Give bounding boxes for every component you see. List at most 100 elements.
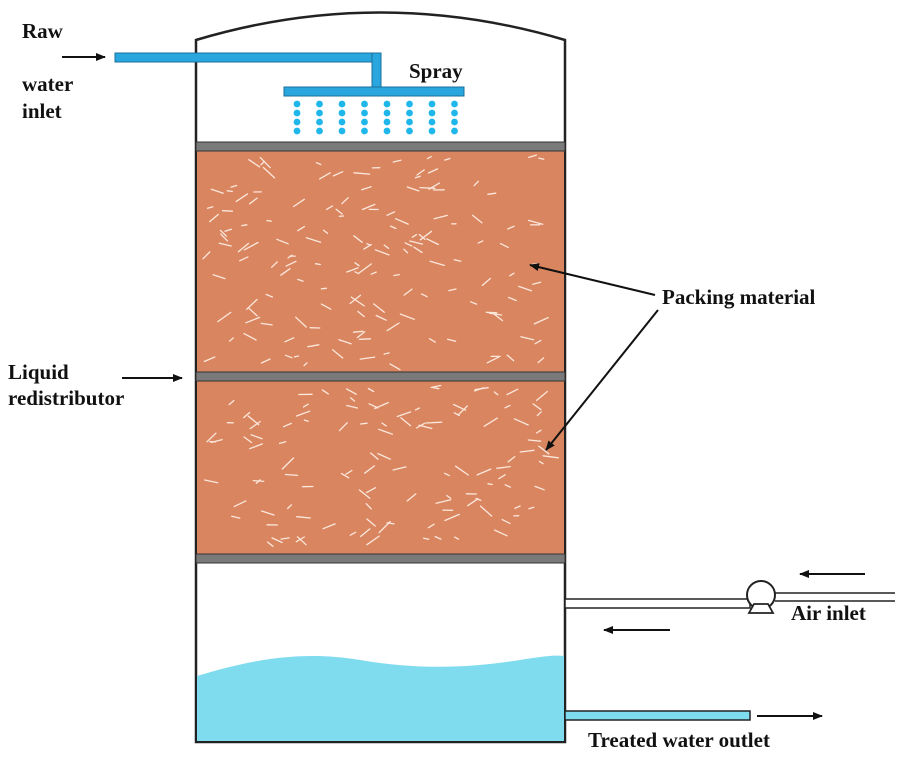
packing-speck xyxy=(359,356,376,360)
spray-droplet xyxy=(338,109,346,117)
packing-speck xyxy=(255,479,261,484)
packing-speck xyxy=(360,528,371,538)
liquid-redistributor-label-line2: redistributor xyxy=(8,386,124,410)
packing-speck xyxy=(248,307,258,317)
packing-speck xyxy=(418,233,426,241)
packing-speck xyxy=(494,529,508,537)
packing-speck xyxy=(507,225,515,230)
packing-speck xyxy=(518,285,533,292)
packing-speck xyxy=(228,399,235,406)
packing-speck xyxy=(499,242,509,249)
packing-speck xyxy=(504,484,512,488)
packing-speck xyxy=(349,397,356,402)
packing-speck xyxy=(427,523,435,529)
packing-speck xyxy=(501,518,511,525)
bottom-support-plate xyxy=(195,553,566,564)
packing-speck xyxy=(528,154,537,159)
packing-speck xyxy=(453,259,462,262)
packing-speck xyxy=(322,523,336,530)
spray-droplet xyxy=(361,100,368,108)
packing-speck xyxy=(423,537,430,540)
packing-speck xyxy=(331,349,344,359)
packing-speck xyxy=(307,344,320,348)
packing-speck xyxy=(527,219,544,225)
packing-speck xyxy=(287,504,293,510)
raw-water-label-line1: Raw xyxy=(22,19,64,43)
packing-pointer-upper xyxy=(529,263,656,296)
packing-speck xyxy=(519,449,535,453)
packing-speck xyxy=(403,288,413,296)
packing-speck xyxy=(226,190,233,193)
packing-speck xyxy=(230,184,238,188)
packing-speck xyxy=(514,505,521,509)
packing-speck xyxy=(444,513,460,522)
spray-label: Spray xyxy=(409,59,463,83)
packing-speck xyxy=(241,224,248,227)
packing-speck xyxy=(262,166,276,179)
spray-droplet xyxy=(406,127,413,135)
packing-speck xyxy=(208,213,219,223)
packing-speck xyxy=(206,432,217,443)
packing-speck xyxy=(297,225,306,232)
spray-droplet xyxy=(338,127,346,135)
packing-speck xyxy=(353,172,371,175)
packing-speck xyxy=(475,497,482,502)
packing-speck xyxy=(479,505,493,517)
packing-speck xyxy=(204,479,219,484)
packing-speck xyxy=(318,172,331,180)
packing-speck xyxy=(389,225,397,230)
packing-speck xyxy=(248,159,261,168)
packing-speck xyxy=(366,518,376,527)
liquid-redistributor-label-line1: Liquid xyxy=(8,360,69,384)
packing-speck xyxy=(278,441,287,445)
packing-speck xyxy=(454,536,460,540)
packing-speck xyxy=(260,322,273,326)
packing-speck xyxy=(363,243,372,250)
spray-droplet xyxy=(428,127,436,135)
packing-speck xyxy=(346,267,359,273)
packing-speck xyxy=(297,278,304,282)
packing-speck xyxy=(295,536,305,543)
packing-speck xyxy=(358,263,373,274)
packing-speck xyxy=(357,310,365,318)
packing-speck xyxy=(535,429,542,434)
packing-speck xyxy=(354,262,360,267)
packing-speck xyxy=(381,422,387,427)
packing-speck xyxy=(249,443,263,450)
packing-speck xyxy=(220,233,229,242)
packing-speck xyxy=(429,260,445,267)
packing-speck xyxy=(295,410,311,417)
packing-speck xyxy=(239,256,249,262)
raw-water-label-line3: inlet xyxy=(22,99,62,123)
packing-speck xyxy=(416,169,425,176)
packing-speck xyxy=(305,237,322,243)
packing-speck xyxy=(245,298,258,310)
spray-droplet xyxy=(406,118,413,126)
packing-speck xyxy=(358,489,371,499)
packing-speck xyxy=(206,206,214,209)
packing-speck xyxy=(420,293,428,298)
packing-speck xyxy=(361,186,372,191)
packing-speck xyxy=(507,456,516,463)
packing-speck xyxy=(228,337,234,342)
packing-speck xyxy=(212,274,226,280)
packing-speck xyxy=(536,411,542,417)
packing-speck xyxy=(375,314,387,321)
packing-speck xyxy=(249,420,261,430)
spray-droplet xyxy=(406,109,413,117)
packing-bed-upper xyxy=(197,151,564,372)
spray-droplet xyxy=(383,127,391,135)
packing-speck xyxy=(419,186,436,189)
spray-droplet xyxy=(293,118,301,126)
packing-speck xyxy=(393,273,400,277)
packing-speck xyxy=(457,405,468,416)
packing-speck xyxy=(260,510,275,516)
packing-speck xyxy=(370,452,379,460)
packing-speck xyxy=(218,242,232,247)
packing-speck xyxy=(249,197,258,205)
packing-speck xyxy=(386,211,396,216)
packing-speck xyxy=(356,331,366,339)
packing-speck xyxy=(260,358,271,364)
packing-speck xyxy=(406,186,420,192)
packing-speck xyxy=(534,339,542,345)
